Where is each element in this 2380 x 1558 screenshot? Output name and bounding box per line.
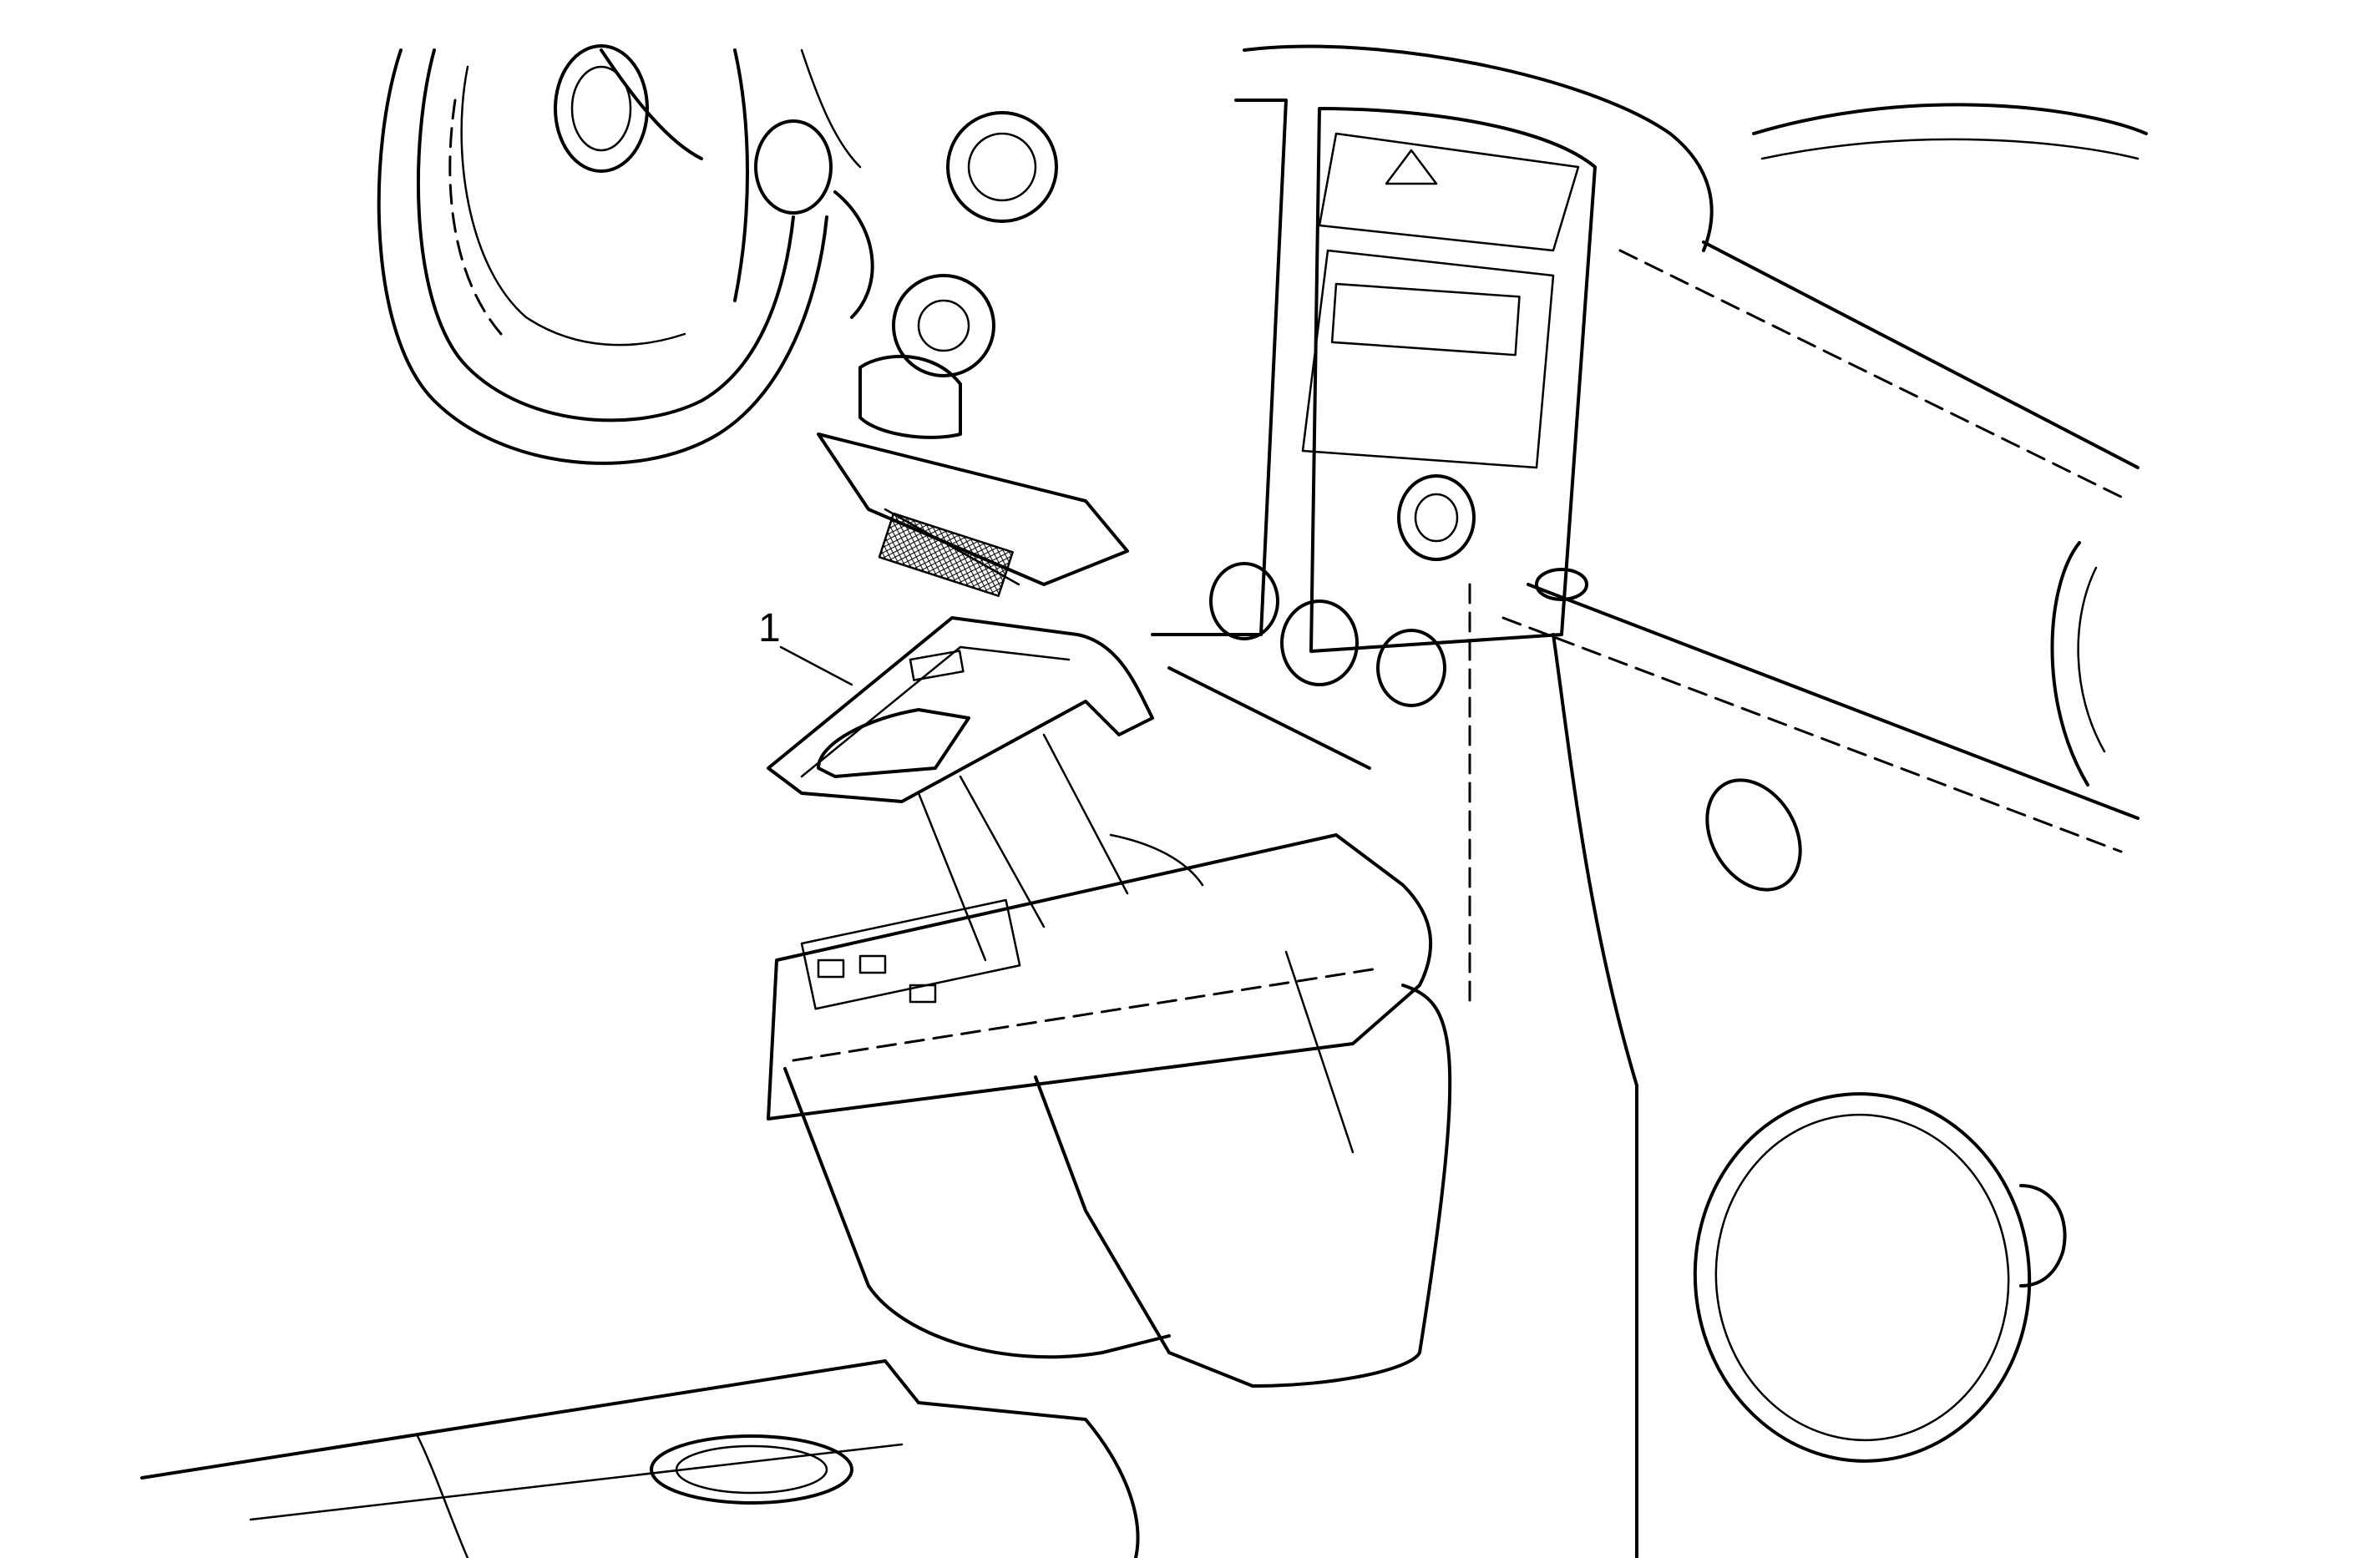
center-stack <box>1151 44 1714 770</box>
instrument-panel-right <box>1501 103 2148 892</box>
steering-wheel <box>377 44 874 465</box>
shift-control-trim-plate <box>767 616 1204 962</box>
center-console <box>140 583 2067 1558</box>
ignition-area <box>817 111 1129 597</box>
callout-label: 1 <box>758 606 781 650</box>
callout-1: 1 <box>758 606 853 686</box>
